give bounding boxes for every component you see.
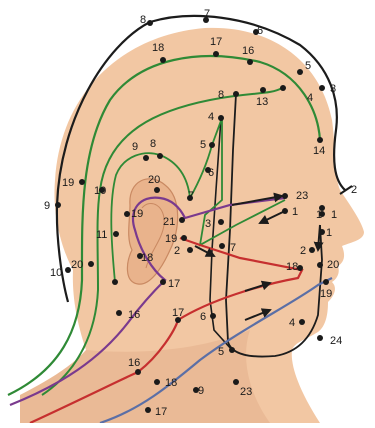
label-7-mid: 7 [188, 190, 194, 202]
label-4-chin: 4 [289, 317, 295, 329]
label-6-neck: 6 [200, 311, 206, 323]
label-19-mid: 19 [165, 233, 177, 245]
label-1-face-b: 1 [331, 209, 337, 221]
label-14: 14 [313, 145, 325, 157]
label-2-face: 2 [300, 245, 306, 257]
label-5-neck: 5 [218, 346, 224, 358]
label-2-mid: 2 [174, 245, 180, 257]
label-9-ear: 9 [132, 141, 138, 153]
label-1-eye: 1 [292, 206, 298, 218]
label-24: 24 [330, 335, 342, 347]
label-13: 13 [256, 96, 268, 108]
label-18-low: 18 [165, 377, 177, 389]
label-21: 21 [163, 216, 175, 228]
label-9-back: 9 [44, 200, 50, 212]
label-8-ear: 8 [150, 138, 156, 150]
label-20-face: 20 [327, 259, 339, 271]
label-16-low: 16 [128, 357, 140, 369]
label-10-back: 10 [94, 185, 106, 197]
label-17-jaw: 17 [168, 278, 180, 290]
label-2-nose: 2 [351, 184, 357, 196]
label-7-top: 7 [204, 8, 210, 20]
label-19-face: 19 [320, 288, 332, 300]
label-6-top: 6 [257, 25, 263, 37]
label-17-low: 17 [155, 406, 167, 418]
label-1-face-c: 1 [326, 227, 332, 239]
label-18-top: 18 [152, 42, 164, 54]
label-16-top: 16 [242, 45, 254, 57]
label-17-neck: 17 [172, 307, 184, 319]
label-9-low: 9 [198, 385, 204, 397]
label-20-neck: 20 [71, 259, 83, 271]
label-8-mid: 8 [218, 89, 224, 101]
label-10-neck: 10 [50, 267, 62, 279]
label-18-ear: 18 [141, 252, 153, 264]
label-5-top: 5 [305, 60, 311, 72]
label-6-mid: 6 [208, 167, 214, 179]
label-8-top: 8 [140, 14, 146, 26]
label-11: 11 [96, 229, 107, 241]
label-23-eye: 23 [296, 190, 308, 202]
label-17-top: 17 [210, 36, 222, 48]
label-3-top: 3 [330, 83, 336, 95]
label-23-low: 23 [240, 386, 252, 398]
label-7-cheek: 7 [230, 242, 236, 254]
label-18-face: 18 [286, 261, 298, 273]
label-4-top: 4 [307, 92, 313, 104]
label-5-mid: 5 [200, 139, 206, 151]
label-4-mid: 4 [208, 111, 214, 123]
label-3-mid: 3 [205, 218, 211, 230]
label-1-face-a: 1 [316, 209, 322, 221]
label-20-ear: 20 [148, 174, 160, 186]
label-19-back: 19 [62, 177, 74, 189]
label-16-neck: 16 [128, 309, 140, 321]
label-19-ear: 19 [131, 208, 143, 220]
